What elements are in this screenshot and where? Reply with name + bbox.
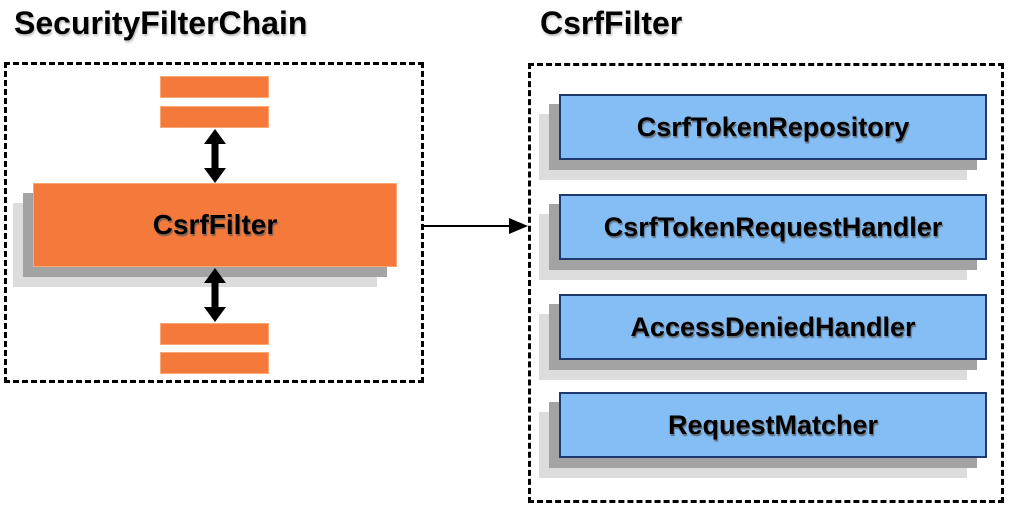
csrf-filter-title: CsrfFilter <box>540 5 683 41</box>
component-node-request-matcher: RequestMatcher <box>559 392 987 458</box>
flow-arrow-icon <box>424 218 528 234</box>
bidirectional-arrow-icon <box>204 268 226 322</box>
csrf-filter-box <box>528 63 1004 503</box>
security-filter-chain-title: SecurityFilterChain <box>14 5 308 41</box>
bidirectional-arrow-icon <box>204 129 226 183</box>
filter-placeholder-bar <box>160 323 269 345</box>
security-filter-chain-box <box>4 62 424 383</box>
component-node-csrf-token-request-handler: CsrfTokenRequestHandler <box>559 194 987 260</box>
filter-placeholder-bar <box>160 76 269 98</box>
csrf-filter-node: CsrfFilter <box>33 183 397 267</box>
component-node-access-denied-handler: AccessDeniedHandler <box>559 294 987 360</box>
filter-placeholder-bar <box>160 352 269 374</box>
filter-placeholder-bar <box>160 106 269 128</box>
component-node-csrf-token-repository: CsrfTokenRepository <box>559 94 987 160</box>
